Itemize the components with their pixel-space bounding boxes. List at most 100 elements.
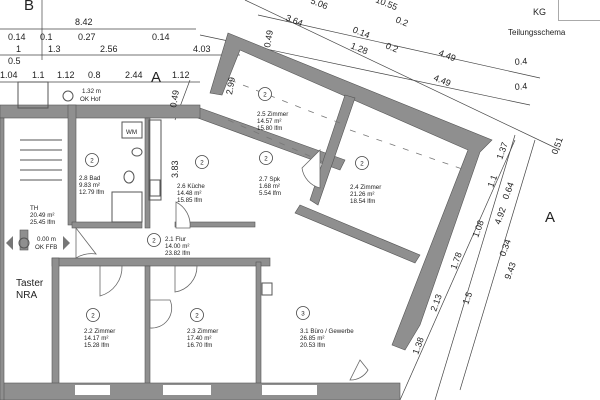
dimension-label: 1.08 [470,219,485,239]
dimension-label: 2.44 [125,70,143,80]
room-tag: 2 [200,160,204,167]
svg-text:OK FFB: OK FFB [35,244,57,251]
room-tag: 2 [91,313,95,320]
dimension-label: 0.14 [152,32,170,42]
room-area: 1.68 m² [259,183,280,190]
dimension-label: 0.49 [168,89,181,108]
dimension-label: 1.12 [172,70,190,80]
axis-marker-b: B [24,0,34,14]
svg-text:OK Hof: OK Hof [80,96,101,103]
room-name: 2.7 Spk [259,176,281,183]
room-lfm: 16.70 lfm [187,342,212,349]
svg-text:1.32 m: 1.32 m [82,88,101,95]
room-name: 3.1 Büro / Gewerbe [300,328,354,335]
dimension-label: 1.04 [0,70,18,80]
dimension-label: 5.06 [309,0,329,11]
dimension-label: 0.51 [549,136,564,156]
dimension-label: 0.27 [78,32,96,42]
room-area: 14.48 m² [177,190,201,197]
dimension-label: 0.2 [384,41,399,55]
dimension-label: 3.64 [284,13,304,29]
room-area: 14.17 m² [84,335,108,342]
room-name: 2.2 Zimmer [84,328,115,335]
room-lfm: 23.82 lfm [165,250,190,257]
room-lfm: 15.28 lfm [84,342,109,349]
kitchen-height-dimension: 3.83 [170,160,180,178]
room-tag-circle [85,153,99,167]
dimension-label: 0.4 [514,56,527,67]
dimension-label: 9.43 [502,261,517,281]
level-marker-hof: 1.32 m OK Hof [62,88,101,103]
room-name: 2.4 Zimmer [350,184,381,191]
svg-text:0.00 m: 0.00 m [37,236,56,243]
kg-field[interactable] [558,0,600,21]
room-tag-circle [296,306,310,320]
dimension-label: 2.99 [224,76,237,95]
room-area: 26.85 m² [300,335,324,342]
room-tag: 2 [90,158,94,165]
dimension-label: 1.5 [460,291,474,306]
room-tag-circle [195,155,209,169]
dimension-label: 4.03 [193,44,211,54]
dimension-label: 0.4 [514,81,527,92]
washing-machine-label: WM [126,129,137,136]
dimension-label: 8.42 [75,17,93,27]
room-area: 17.40 m² [187,335,211,342]
level-icon [62,90,74,102]
axis-marker-a-right: A [545,209,555,226]
room-name: 2.6 Küche [177,183,205,190]
dimension-label: 0.5 [8,56,21,66]
dimension-label: 2.13 [428,293,443,313]
dimension-label: 1.12 [57,70,75,80]
dimension-label: 1.1 [485,174,499,189]
room-name: 2.8 Bad [79,175,101,182]
dimension-label: 1 [16,44,21,54]
room-tag-circle [355,156,369,170]
dimension-label: 1.37 [494,141,509,161]
kg-label: KG [533,7,547,17]
room-name: TH [30,205,38,212]
room-tag-circle [147,233,161,247]
dimension-label: 2.56 [100,44,118,54]
dimension-label: 0.8 [88,70,101,80]
room-lfm: 12.79 lfm [79,189,104,196]
room-area: 21.26 m² [350,191,374,198]
room-tag-circle [190,308,204,322]
dimension-label: 4.49 [437,48,457,64]
nra-label: NRA [16,290,37,301]
room-lfm: 25.45 lfm [30,219,55,226]
dimension-label: 1.38 [410,336,425,356]
fixtures [17,79,466,296]
dimension-label: 0.14 [8,32,26,42]
room-name: 2.5 Zimmer [257,111,288,118]
dimension-label: 0.1 [40,32,53,42]
room-area: 20.49 m² [30,212,54,219]
room-tag: 2 [360,161,364,168]
dimension-label: 0.64 [500,181,515,201]
room-tag: 2 [152,238,156,245]
teilungsschema-label: Teilungsschema [508,28,566,37]
room-area: 9.83 m² [79,182,100,189]
room-lfm: 15.80 lfm [257,125,282,132]
room-lfm: 5.54 lfm [259,190,281,197]
dimension-label: 4.92 [492,206,507,226]
room-tag: 2 [263,92,267,99]
dimension-label: 1.3 [48,44,61,54]
room-area: 14.57 m² [257,118,281,125]
dimension-label: 10.55 [374,0,399,12]
room-name: 2.3 Zimmer [187,328,218,335]
dimension-label: 0.49 [262,29,275,48]
doors [75,149,369,381]
room-name: 2.1 Flur [165,236,186,243]
